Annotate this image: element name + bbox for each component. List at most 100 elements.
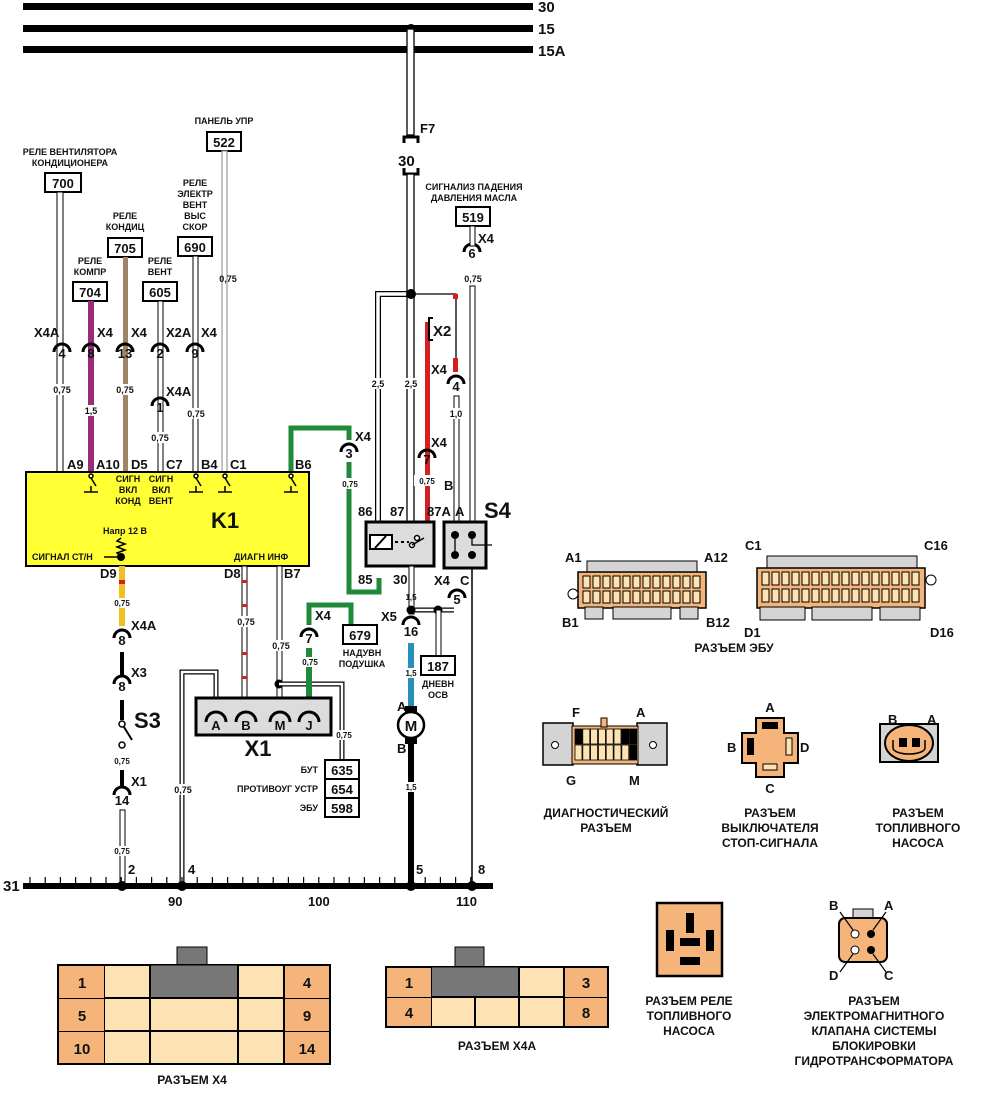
ecu-pin-b7: B7	[284, 566, 301, 581]
ref-705: РЕЛЕ КОНДИЦ 705	[106, 211, 145, 473]
gauge-label: 1,0	[450, 409, 463, 419]
ecu-conn-pin	[771, 571, 780, 586]
ref-605-t1: РЕЛЕ	[148, 256, 172, 266]
x4a-caption: РАЗЪЕМ X4A	[458, 1039, 537, 1053]
sol-caption-5: ГИДРОТРАНСФОРМАТОРА	[795, 1054, 954, 1068]
relay-pin-86: 86	[358, 504, 372, 519]
gauge-label: 0,75	[116, 385, 134, 395]
ref-679-t2: ПОДУШКА	[339, 659, 386, 669]
x4a-1-name: X4A	[166, 384, 192, 399]
gauge-label: 0,75	[419, 477, 435, 486]
x4-13-pin: 13	[118, 346, 132, 361]
ecu-diag: ДИАГН ИНФ	[234, 552, 288, 562]
ecu-pin-b4: B4	[201, 457, 218, 472]
bus-15a-label: 15A	[538, 43, 566, 60]
x1-connector: A B M J X1	[194, 696, 333, 761]
fuel-pump-relay: 86 87 87A 85 30	[358, 504, 451, 587]
x4-cell-10: 10	[74, 1041, 91, 1058]
gauge-label: 0,75	[464, 274, 482, 284]
gauge-label: 0,75	[302, 658, 318, 667]
x1-pin-a: A	[211, 718, 221, 733]
ecu-conn-pin	[612, 575, 621, 589]
ecu-top-pin-labels: A9 A10 D5 C7 B4 C1 B6	[67, 457, 312, 472]
ecu-sig-ac-2: ВКЛ	[119, 485, 137, 495]
ecu-conn-pin	[821, 571, 830, 586]
ecu-k1: A9 A10 D5 C7 B4 C1 B6 СИГН ВКЛ КОНД СИГН…	[25, 457, 312, 581]
s3-name: S3	[134, 708, 161, 733]
brake-switch-chain: 0,75 8 X4A 8 X3 S3 0,75 14 X1 0,75	[111, 566, 161, 887]
ecu-conn-pin	[761, 571, 770, 586]
ecu-conn-pin	[662, 590, 671, 604]
ref-598-label: ЭБУ	[300, 803, 319, 813]
relay-pin-30: 30	[393, 572, 407, 587]
relay-pin-85: 85	[358, 572, 372, 587]
ecu-sig-ac-3: КОНД	[115, 496, 141, 506]
gauge-label: 0,75	[237, 617, 255, 627]
ecu-conn-pin	[861, 588, 870, 603]
ecu-conn-pin	[622, 575, 631, 589]
sol-pin-a: A	[884, 898, 894, 913]
ecu-conn-pin	[901, 571, 910, 586]
x1-14-pin: 14	[115, 793, 130, 808]
fuel-caption-3: НАСОСА	[892, 836, 944, 850]
x4a-cell-1: 1	[405, 975, 413, 992]
ecu-conn-pin	[781, 571, 790, 586]
x4-7b-name: X4	[315, 608, 332, 623]
sol-caption-1: РАЗЪЕМ	[848, 994, 900, 1008]
sol-pin-d: D	[829, 968, 838, 983]
fuse-rating: 30	[398, 153, 415, 170]
brake-caption-3: СТОП-СИГНАЛА	[722, 836, 818, 850]
ref-654-label: ПРОТИВОУГ УСТР	[237, 784, 318, 794]
ecu-pin-d9: D9	[100, 566, 117, 581]
wire-brown	[123, 257, 128, 473]
ecu-conn-pin	[881, 571, 890, 586]
ecu-conn-pin	[821, 588, 830, 603]
gauge-label: 1,5	[405, 669, 417, 678]
x1-pin-b: B	[241, 718, 250, 733]
x4-3-pin: 3	[345, 446, 352, 461]
ecu-body	[25, 471, 310, 567]
ecu-brake-signal: СИГНАЛ СТ/Н	[32, 552, 93, 562]
ecu-conn-pin	[851, 588, 860, 603]
ref-690-t1: РЕЛЕ	[183, 178, 207, 188]
x2a-2-name: X2A	[166, 325, 192, 340]
ref-635-label: БУТ	[301, 765, 319, 775]
ecu-connector-drawing: A1 A12 B1 B12 C1 C16 D1 D16 РАЗЪЕМ ЭБУ	[562, 538, 954, 655]
ecu-conn-pin	[692, 590, 701, 604]
ecu-conn-pin	[831, 571, 840, 586]
brake-conn-b: B	[727, 740, 736, 755]
ecu-conn-a1: A1	[565, 550, 582, 565]
ecu-conn-pin	[682, 575, 691, 589]
ecu-conn-pin	[642, 575, 651, 589]
s4-name: S4	[484, 498, 512, 523]
ecu-conn-c16: C16	[924, 538, 948, 553]
ecu-conn-pin	[652, 590, 661, 604]
x4-caption: РАЗЪЕМ X4	[157, 1073, 227, 1087]
sol-caption-3: КЛАПАНА СИСТЕМЫ	[812, 1024, 937, 1038]
scale-90: 90	[168, 894, 182, 909]
ecu-conn-pin	[582, 575, 591, 589]
s4-pin-a: A	[455, 504, 465, 519]
fuel-caption-1: РАЗЪЕМ	[892, 806, 944, 820]
ecu-conn-pin	[761, 588, 770, 603]
ecu-conn-pin	[632, 590, 641, 604]
diag-pin-a: A	[636, 705, 646, 720]
x2a-2-pin: 2	[156, 346, 163, 361]
ref-519-t1: СИГНАЛИЗ ПАДЕНИЯ	[425, 182, 522, 192]
ecu-conn-c1: C1	[745, 538, 762, 553]
gauge-label: 0,75	[272, 641, 290, 651]
x3-8-pin: 8	[118, 679, 125, 694]
ecu-pin-c1: C1	[230, 457, 247, 472]
diag-conn-pin	[629, 744, 637, 761]
x4-9-pin: 9	[191, 346, 198, 361]
ref-598-num: 598	[331, 801, 353, 816]
ecu-conn-pin	[871, 571, 880, 586]
ecu-conn-pin	[592, 575, 601, 589]
ecu-pin-c7: C7	[166, 457, 183, 472]
x2-label: X2	[433, 323, 451, 340]
ref-690-t4: ВЫС	[184, 211, 206, 221]
ecu-conn-d1: D1	[744, 625, 761, 640]
ecu-pin-a10: A10	[96, 457, 120, 472]
ecu-conn-pin	[612, 590, 621, 604]
x4a-8-name: X4A	[131, 618, 157, 633]
